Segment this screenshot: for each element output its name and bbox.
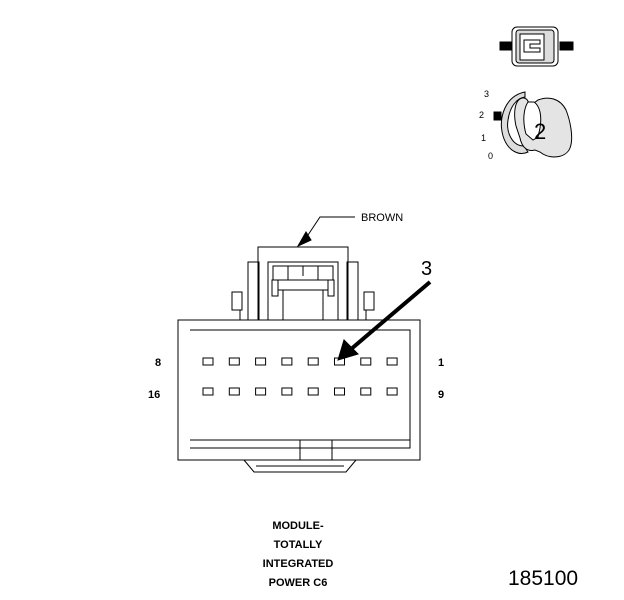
- pin-cavity: [386, 387, 398, 396]
- pin-cavity: [386, 357, 398, 366]
- caption-line: MODULE-: [272, 520, 324, 532]
- pin-cavity: [360, 387, 372, 396]
- key-position-label: 0: [488, 151, 493, 161]
- callout-arrow: [337, 280, 432, 361]
- pin-cavity: [281, 357, 293, 366]
- pin-cavity: [281, 387, 293, 396]
- caption-line: TOTALLY: [273, 539, 323, 551]
- color-label: BROWN: [361, 212, 403, 224]
- pin-cavity: [255, 387, 267, 396]
- pin-label-8: 8: [155, 357, 161, 369]
- pin-cavity: [228, 357, 240, 366]
- pin-label-9: 9: [438, 389, 444, 401]
- connector-icon: [499, 26, 574, 67]
- connector-body: [177, 246, 421, 473]
- pin-cavity: [202, 387, 214, 396]
- pin-cavity: [360, 357, 372, 366]
- key-position-label: 2: [479, 110, 484, 120]
- key-number: 2: [534, 119, 546, 144]
- pin-cavities: [202, 357, 398, 396]
- figure-number: 185100: [508, 567, 579, 590]
- key-position-label: 1: [481, 133, 486, 143]
- pin-cavity: [255, 357, 267, 366]
- pin-cavity: [228, 387, 240, 396]
- connector-caption: MODULE- TOTALLY INTEGRATED POWER C6: [230, 517, 366, 593]
- pin-cavity: [202, 357, 214, 366]
- pin-cavity: [307, 387, 319, 396]
- callout-number: 3: [421, 258, 432, 280]
- color-callout-leader: [296, 216, 355, 248]
- pin-cavity: [307, 357, 319, 366]
- key-position-label: 3: [484, 89, 489, 99]
- caption-line: POWER C6: [268, 577, 328, 589]
- pin-cavity: [334, 387, 345, 396]
- caption-line: INTEGRATED: [262, 558, 334, 570]
- pin-label-1: 1: [438, 357, 444, 369]
- pin-label-16: 16: [148, 389, 160, 401]
- key-orientation-icon: [493, 91, 573, 158]
